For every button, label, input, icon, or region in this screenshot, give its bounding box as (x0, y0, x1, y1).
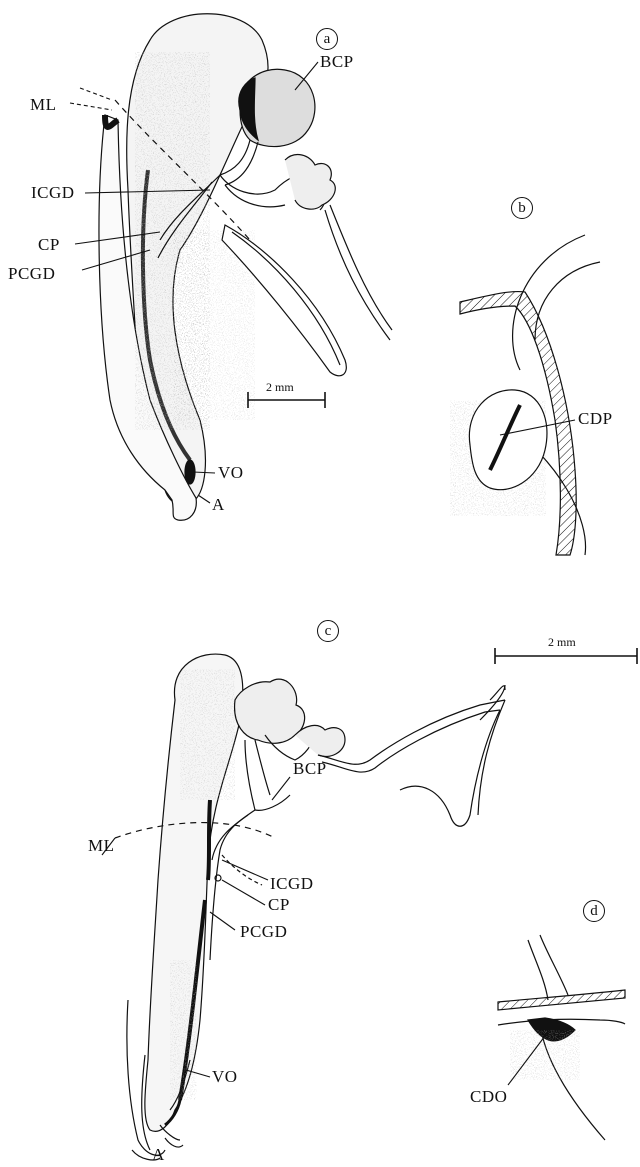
label-a-cp: CP (38, 236, 60, 253)
label-a-a: A (212, 496, 225, 513)
label-c-ml: ML (88, 837, 115, 854)
panel-c-bcp (235, 679, 305, 743)
panel-d-drawing (498, 935, 625, 1140)
label-a-vo: VO (218, 464, 244, 481)
label-a-bcp: BCP (320, 53, 354, 70)
label-a-pcgd: PCGD (8, 265, 55, 282)
label-c-bcp: BCP (293, 760, 327, 777)
label-a-ml: ML (30, 96, 57, 113)
label-c-a: A (152, 1146, 165, 1163)
panel-d-hatched-band (498, 990, 625, 1010)
panel-b-label: b (511, 197, 533, 219)
label-c-vo: VO (212, 1068, 238, 1085)
panel-c-scale-bar (495, 648, 637, 664)
label-b-cdp: CDP (578, 410, 613, 427)
label-a-scale: 2 mm (266, 381, 294, 393)
panel-a-drawing (99, 14, 392, 521)
panel-a-scale-bar (248, 392, 325, 408)
label-c-icgd: ICGD (270, 875, 314, 892)
panel-c-drawing (115, 654, 505, 1160)
panel-b-drawing (450, 235, 600, 555)
label-a-icgd: ICGD (31, 184, 75, 201)
label-c-scale: 2 mm (548, 636, 576, 648)
panel-a-label: a (316, 28, 338, 50)
label-d-cdo: CDO (470, 1088, 507, 1105)
panel-c-label: c (317, 620, 339, 642)
label-c-cp: CP (268, 896, 290, 913)
panel-d-label: d (583, 900, 605, 922)
label-c-pcgd: PCGD (240, 923, 287, 940)
panel-c-duct (318, 700, 505, 764)
